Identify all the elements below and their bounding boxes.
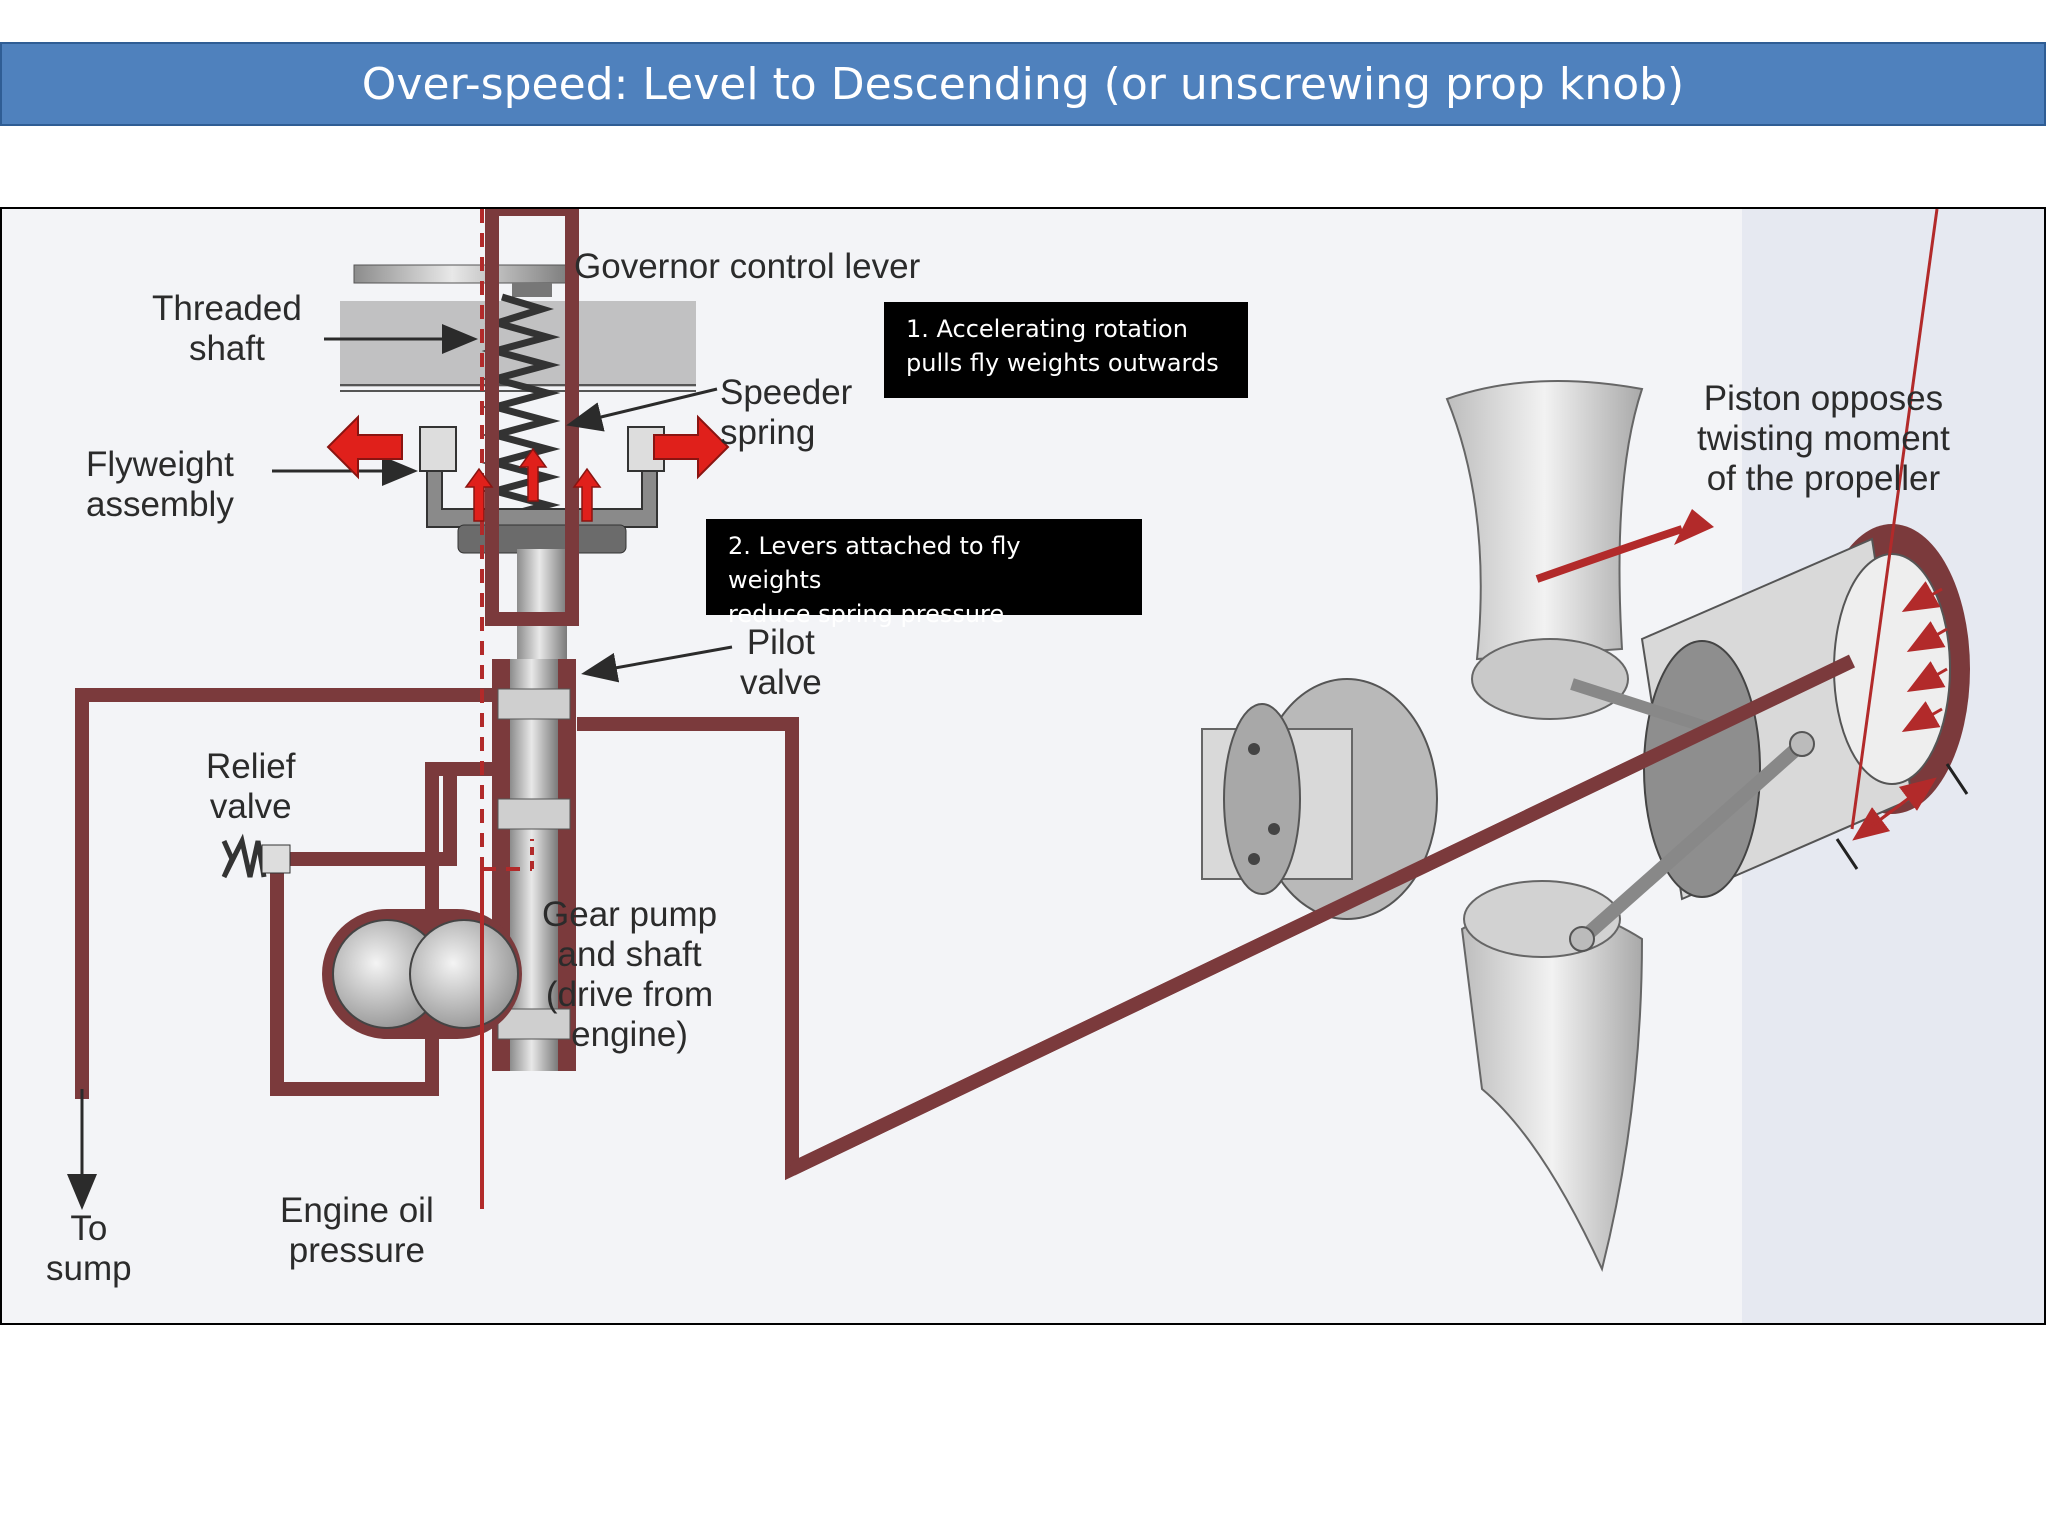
callout-step-1: 1. Accelerating rotation pulls fly weigh… <box>884 302 1248 398</box>
label-relief-valve: Relief valve <box>206 747 296 826</box>
rotation-arrow <box>1535 525 1684 583</box>
label-to-sump: To sump <box>46 1209 132 1288</box>
lever-knob <box>512 283 552 297</box>
label-flyweight-assembly: Flyweight assembly <box>86 445 234 524</box>
diagram-graphic <box>67 209 2044 1323</box>
slide-title: Over-speed: Level to Descending (or unsc… <box>0 42 2046 126</box>
oil-line-to-piston <box>788 654 1856 1176</box>
label-engine-oil-pressure: Engine oil pressure <box>280 1191 434 1270</box>
label-threaded-shaft: Threaded shaft <box>152 289 302 368</box>
speeder-spring <box>481 293 561 551</box>
relief-valve <box>221 833 291 879</box>
label-governor-control-lever: Governor control lever <box>574 247 921 286</box>
callout-step-2: 2. Levers attached to fly weights reduce… <box>706 519 1142 628</box>
leader-arrows <box>272 324 733 683</box>
governor-lever <box>353 264 573 284</box>
label-gear-pump: Gear pump and shaft (drive from engine) <box>542 895 718 1054</box>
label-speeder-spring: Speeder spring <box>720 373 853 452</box>
flyweight-left <box>419 426 457 472</box>
red-up-arrow-icon <box>464 447 602 522</box>
piston-cylinder <box>1569 209 1970 952</box>
governor-diagram: Governor control lever Threaded shaft Sp… <box>0 207 2046 1325</box>
red-block-arrow-icon <box>326 414 730 480</box>
label-piston: Piston opposes twisting moment of the pr… <box>1697 379 1950 498</box>
pilot-shaft <box>517 549 567 659</box>
label-pilot-valve: Pilot valve <box>740 623 822 702</box>
gear-pump <box>322 909 522 1039</box>
propeller <box>1201 380 1644 1272</box>
